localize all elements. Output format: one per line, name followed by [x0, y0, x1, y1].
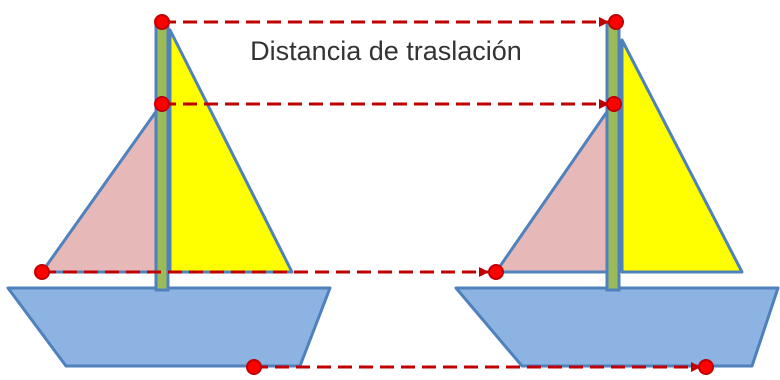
original-mast [154, 20, 170, 292]
point-original-sail-top [154, 96, 170, 112]
translated-hull [454, 286, 780, 368]
point-translated-sail-top [606, 96, 622, 112]
translated-mast [605, 20, 621, 292]
corresponding-points [34, 14, 714, 375]
original-rear-sail [40, 104, 162, 274]
translated-rear-sail [494, 104, 613, 274]
point-translated-hull-corner [698, 359, 714, 375]
translated-front-sail [620, 38, 744, 274]
point-translated-mast-top [608, 14, 624, 30]
original-hull [6, 286, 332, 368]
translated-sailboat [454, 20, 780, 368]
point-original-mast-top [154, 14, 170, 30]
original-front-sail [168, 28, 294, 274]
point-original-sail-corner [34, 264, 50, 280]
translation-arrows [42, 17, 701, 372]
point-original-hull-corner [246, 359, 262, 375]
point-translated-sail-corner [488, 264, 504, 280]
translation-distance-label: Distancia de traslación [250, 36, 522, 66]
original-sailboat [6, 20, 332, 368]
